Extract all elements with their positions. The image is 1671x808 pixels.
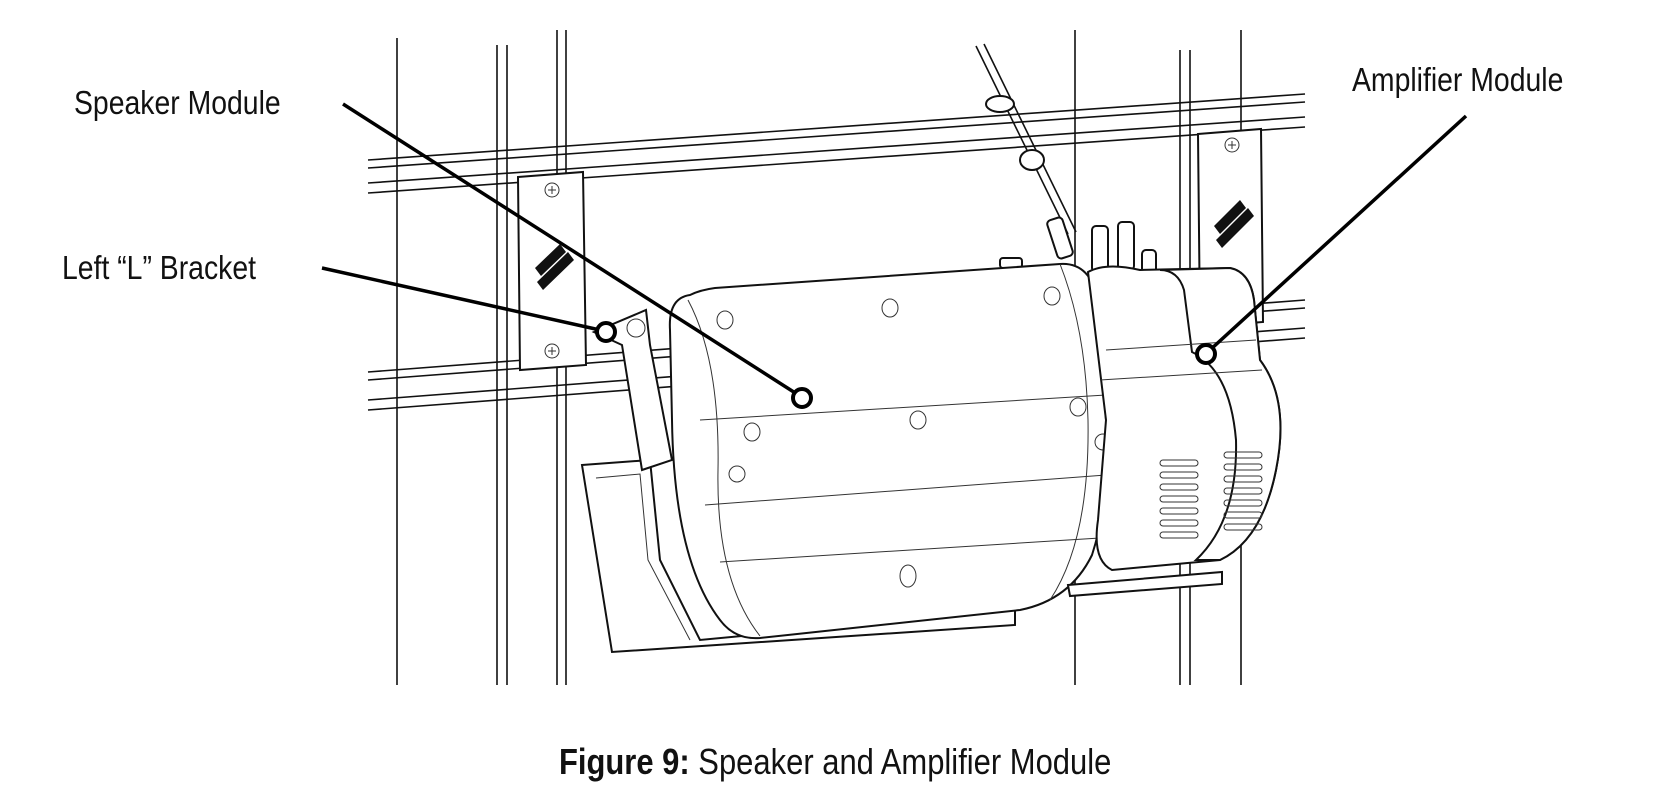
left-bracket-leader: [321, 266, 617, 343]
speaker-module-leader: [342, 102, 813, 409]
speaker-module-label: Speaker Module: [74, 84, 281, 121]
figure-caption: Figure 9: Speaker and Amplifier Module: [0, 741, 1671, 783]
upper-rail: [367, 93, 1306, 194]
amplifier-module-label: Amplifier Module: [1352, 61, 1564, 98]
left-l-bracket-label: Left “L” Bracket: [62, 249, 257, 286]
figure-title: Speaker and Amplifier Module: [698, 741, 1112, 782]
connectors: [999, 216, 1157, 277]
cable: [975, 43, 1077, 235]
speaker-module: [668, 262, 1112, 640]
amplifier-module: [1066, 265, 1282, 598]
left-wall-bracket: [516, 170, 588, 372]
amp-vent-right: [1223, 451, 1263, 531]
figure-number: Figure 9:: [559, 741, 691, 782]
left-l-bracket: [591, 308, 674, 472]
amplifier-module-leader: [1195, 114, 1468, 365]
amp-vent-left: [1159, 459, 1199, 539]
